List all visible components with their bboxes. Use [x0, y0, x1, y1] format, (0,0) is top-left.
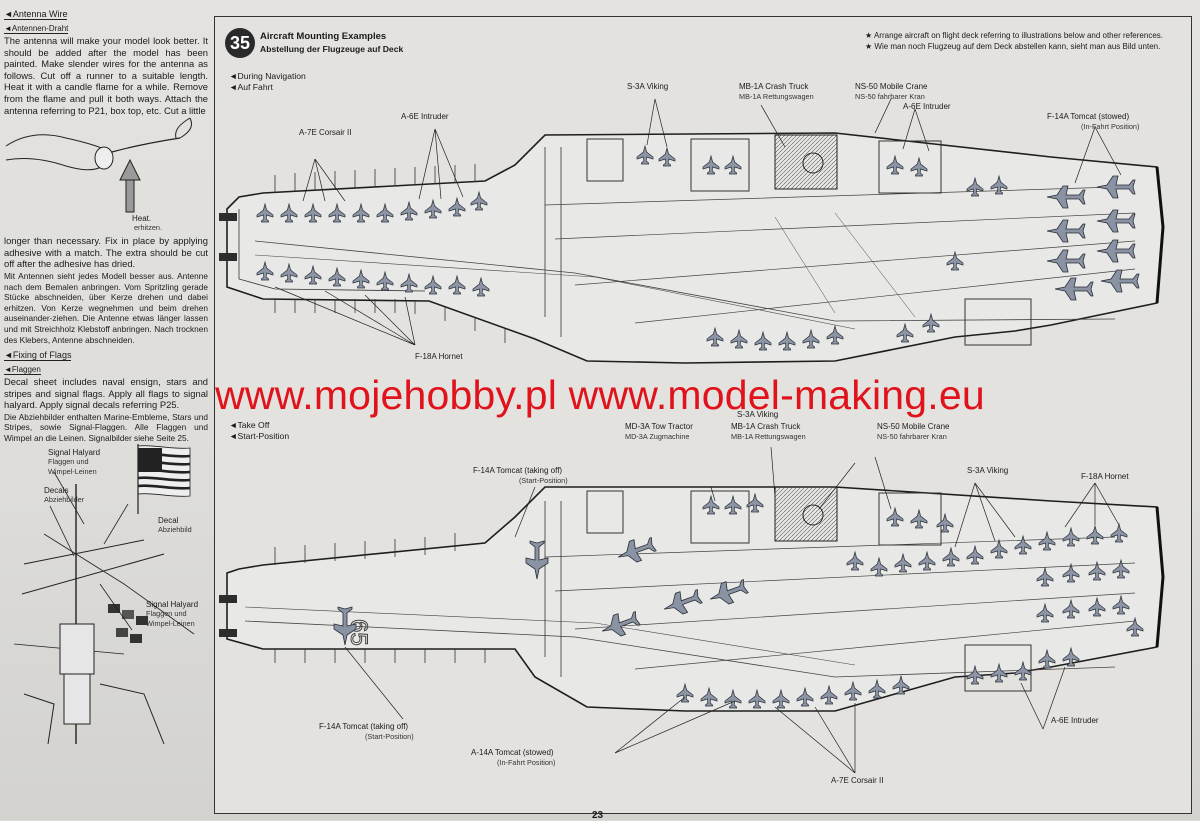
- note-en: ★ Arrange aircraft on flight deck referr…: [865, 31, 1163, 40]
- flags-heading: ◄Fixing of Flags: [4, 350, 72, 362]
- svg-text:MB-1A Crash Truck: MB-1A Crash Truck: [731, 422, 801, 431]
- svg-text:Heat.: Heat.: [132, 214, 151, 223]
- antenna-text-en-1: The antenna will make your model look be…: [4, 35, 208, 116]
- svg-text:A-7E Corsair II: A-7E Corsair II: [831, 776, 883, 785]
- mast-with-flags-icon: [13, 443, 195, 744]
- page-number: 23: [592, 810, 604, 821]
- flags-heading-de: ◄Flaggen: [4, 365, 41, 376]
- antenna-heading-de: ◄Antennen-Draht: [4, 24, 69, 34]
- svg-text:A-6E Intruder: A-6E Intruder: [1051, 716, 1099, 725]
- svg-text:A-6E Intruder: A-6E Intruder: [401, 112, 449, 121]
- label-signal-halyard-top: Signal Halyard Flaggen und Wimpel-Leinen: [48, 447, 101, 476]
- svg-text:(In-Fahrt Position): (In-Fahrt Position): [1081, 122, 1139, 131]
- section-during-navigation: ◄During Navigation ◄Auf Fahrt: [229, 71, 306, 92]
- svg-text:(Start-Position): (Start-Position): [519, 476, 568, 485]
- svg-text:MB-1A Crash Truck: MB-1A Crash Truck: [739, 82, 809, 91]
- heat-arrow-icon: [119, 159, 141, 213]
- section-take-off: ◄Take Off ◄Start-Position: [229, 420, 290, 441]
- top-callouts: S-3A Viking MB-1A Crash Truck MB-1A Rett…: [299, 82, 1139, 361]
- carrier-top-view: [219, 98, 1165, 364]
- flags-text-de: Die Abziehbilder enthalten Marine-Emblem…: [4, 411, 208, 444]
- svg-text:MD-3A Tow Tractor: MD-3A Tow Tractor: [625, 422, 693, 431]
- svg-text:NS-50 fahrbarer Kran: NS-50 fahrbarer Kran: [877, 432, 947, 441]
- note-de: ★ Wie man noch Flugzeug auf dem Deck abs…: [865, 42, 1161, 51]
- left-column: ◄Antenna Wire ◄Antennen-Draht The antenn…: [4, 4, 208, 816]
- svg-text:A-7E Corsair II: A-7E Corsair II: [299, 128, 351, 137]
- flags-text-en: Decal sheet includes naval ensign, stars…: [4, 376, 208, 411]
- svg-text:MB-1A Rettungswagen: MB-1A Rettungswagen: [731, 432, 806, 441]
- watermark-text: www.mojehobby.pl www.model-making.eu: [215, 372, 985, 418]
- step-title-de: Abstellung der Flugzeuge auf Deck: [260, 44, 404, 54]
- us-flag-icon: [137, 443, 191, 514]
- signal-flags-icon: [108, 603, 148, 643]
- svg-text:(Start-Position): (Start-Position): [365, 732, 414, 741]
- svg-text:S-3A Viking: S-3A Viking: [627, 82, 668, 91]
- bottom-callouts: MD-3A Tow Tractor MD-3A Zugmachine S-3A …: [319, 410, 1129, 785]
- svg-text:F-14A Tomcat (stowed): F-14A Tomcat (stowed): [1047, 112, 1129, 121]
- svg-text:F-18A Hornet: F-18A Hornet: [415, 352, 463, 361]
- step-35-panel: 35 Aircraft Mounting Examples Abstellung…: [214, 16, 1192, 814]
- label-signal-halyard-bottom: Signal Halyard Flaggen und Wimpel-Leinen: [146, 599, 199, 628]
- svg-text:S-3A Viking: S-3A Viking: [967, 466, 1008, 475]
- step-notes: ★ Arrange aircraft on flight deck referr…: [865, 30, 1163, 52]
- svg-text:erhitzen.: erhitzen.: [134, 223, 162, 232]
- svg-text:F-14A Tomcat (taking off): F-14A Tomcat (taking off): [473, 466, 562, 475]
- svg-text:NS-50 fahrbarer Kran: NS-50 fahrbarer Kran: [855, 92, 925, 101]
- svg-text:NS-50 Mobile Crane: NS-50 Mobile Crane: [877, 422, 950, 431]
- label-decal: Decal Abziehbild: [158, 515, 192, 535]
- flags-illustration: Signal Halyard Flaggen und Wimpel-Leinen…: [4, 443, 208, 744]
- svg-text:MD-3A Zugmachine: MD-3A Zugmachine: [625, 432, 689, 441]
- svg-text:MB-1A Rettungswagen: MB-1A Rettungswagen: [739, 92, 814, 101]
- step-title: Aircraft Mounting Examples: [260, 31, 387, 42]
- svg-text:A-14A Tomcat (stowed): A-14A Tomcat (stowed): [471, 748, 554, 757]
- hands-stretching-runner-icon: Heat. erhitzen.: [5, 117, 193, 232]
- svg-text:A-6E Intruder: A-6E Intruder: [903, 102, 951, 111]
- svg-text:F-14A Tomcat (taking off): F-14A Tomcat (taking off): [319, 722, 408, 731]
- step-number-badge: 35: [225, 28, 255, 58]
- antenna-text-en-2: longer than necessary. Fix in place by a…: [4, 235, 208, 270]
- svg-text:NS-50 Mobile Crane: NS-50 Mobile Crane: [855, 82, 928, 91]
- svg-text:S-3A Viking: S-3A Viking: [737, 410, 778, 419]
- svg-text:F-18A Hornet: F-18A Hornet: [1081, 472, 1129, 481]
- label-decals: Decals Abziehbilder: [44, 485, 85, 505]
- antenna-text-de: Mit Antennen sieht jedes Modell besser a…: [4, 270, 208, 345]
- carrier-bottom-view: 65: [219, 446, 1165, 774]
- carrier-drawings: S-3A Viking MB-1A Crash Truck MB-1A Rett…: [219, 82, 1165, 785]
- antenna-heading: ◄Antenna Wire: [4, 9, 68, 20]
- svg-text:(In-Fahrt Position): (In-Fahrt Position): [497, 758, 555, 767]
- antenna-illustration: Heat. erhitzen.: [4, 116, 208, 234]
